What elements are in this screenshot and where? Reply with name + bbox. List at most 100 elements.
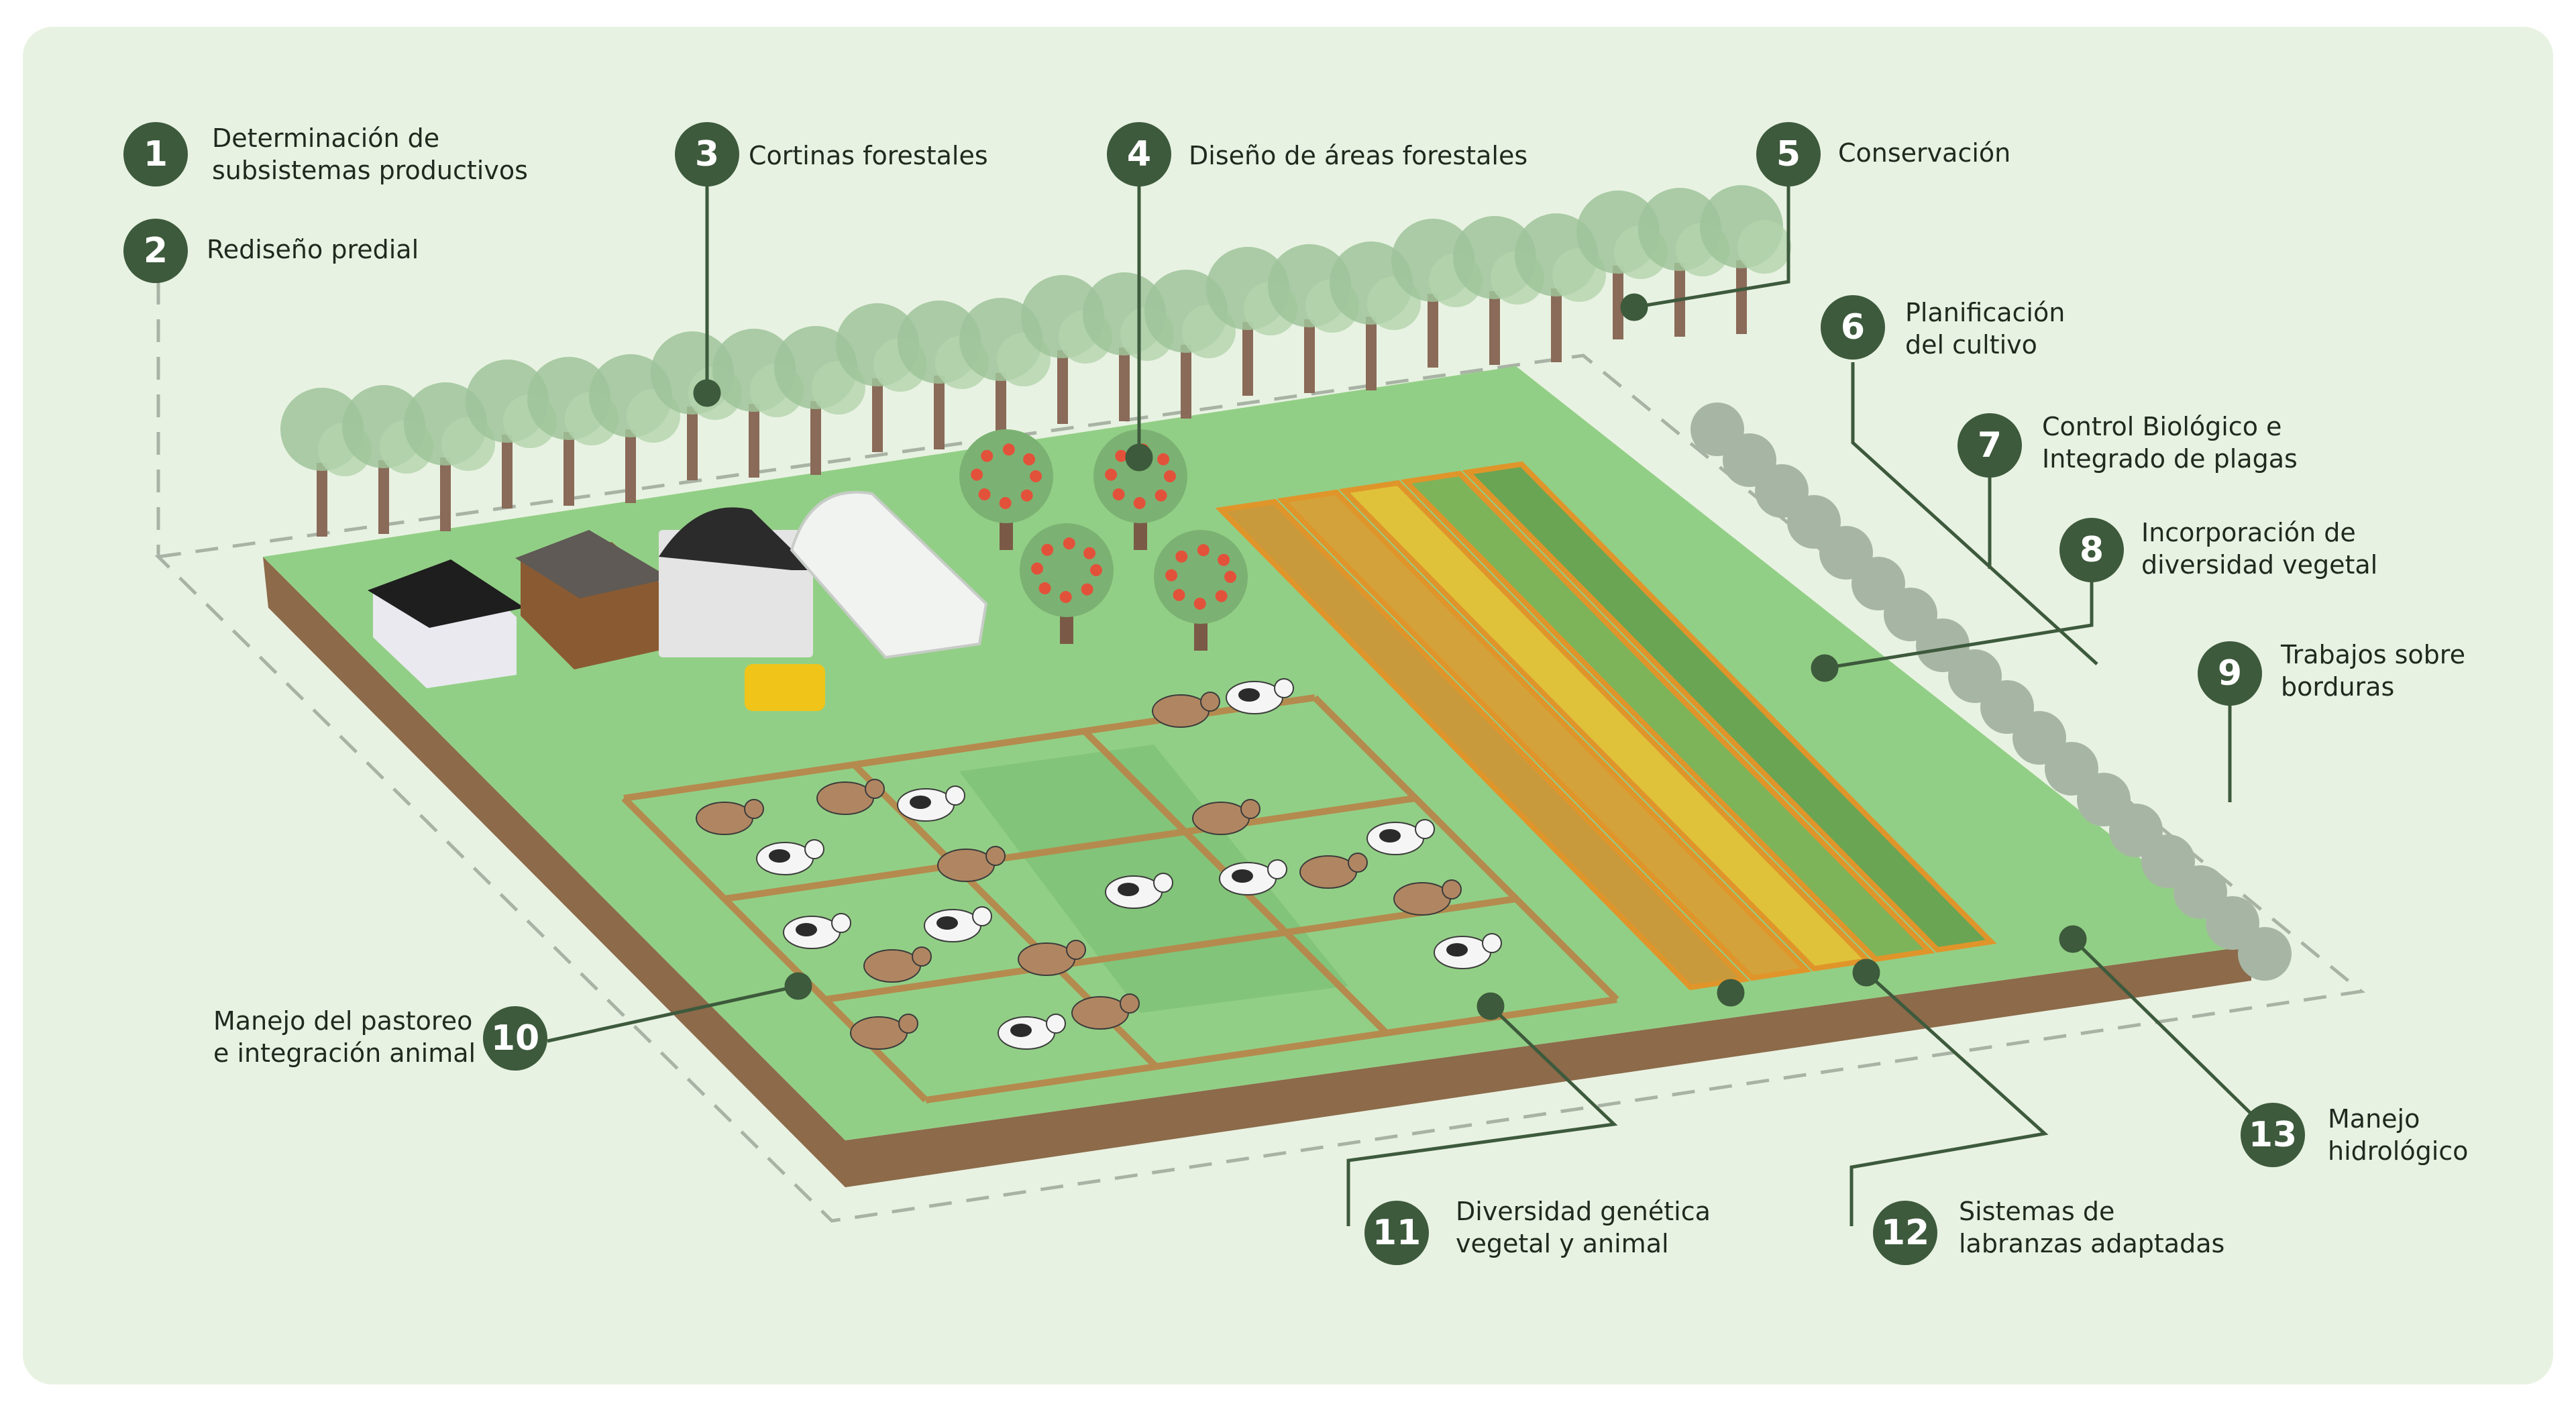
tree-windbreak bbox=[280, 185, 1791, 537]
label-7: Control Biológico e Integrado de plagas bbox=[2042, 411, 2298, 475]
leader-5 bbox=[1633, 176, 1790, 309]
crop-bed bbox=[1215, 498, 1750, 991]
badge-1: 1 bbox=[123, 122, 188, 186]
badge-10: 10 bbox=[483, 1006, 547, 1071]
crop-beds bbox=[1215, 461, 1997, 991]
cow bbox=[1018, 940, 1086, 976]
label-11-line-1: Diversidad genética bbox=[1456, 1197, 1711, 1226]
label-1-line-2: subsistemas productivos bbox=[212, 156, 528, 185]
cow bbox=[1226, 678, 1294, 714]
leader-6 bbox=[1851, 362, 2098, 665]
soil-right bbox=[845, 946, 2251, 1187]
cow bbox=[1071, 993, 1140, 1030]
leader-dot-12b bbox=[1717, 979, 1745, 1007]
leader-8 bbox=[1824, 576, 2094, 670]
hedgerow-border bbox=[1690, 402, 2292, 981]
windbreak-tree bbox=[712, 329, 804, 478]
label-10-line-1: Manejo del pastoreo bbox=[213, 1006, 473, 1036]
farm-boundary-dashed bbox=[154, 354, 2365, 1223]
shed-grey-roof bbox=[659, 507, 813, 570]
cow bbox=[937, 846, 1006, 882]
label-4: Diseño de áreas forestales bbox=[1189, 140, 1527, 172]
soil-left bbox=[263, 557, 845, 1187]
windbreak-tree bbox=[466, 360, 557, 508]
leader-dot-5 bbox=[1620, 293, 1648, 321]
label-13: Manejo hidrológico bbox=[2328, 1103, 2468, 1167]
cow bbox=[1219, 859, 1287, 895]
leader-dot-13 bbox=[2059, 925, 2087, 953]
badge-8: 8 bbox=[2059, 518, 2124, 582]
house-white-roof bbox=[368, 559, 525, 628]
label-2-line-1: Rediseño predial bbox=[207, 235, 419, 264]
buildings bbox=[368, 490, 988, 711]
badge-5: 5 bbox=[1756, 122, 1821, 186]
fruit-tree bbox=[959, 429, 1053, 550]
leader-dot-10 bbox=[784, 972, 812, 1000]
badge-11: 11 bbox=[1364, 1201, 1429, 1265]
fence-rail bbox=[724, 795, 1416, 902]
cow bbox=[850, 1014, 918, 1050]
cow bbox=[1192, 799, 1260, 835]
label-11: Diversidad genética vegetal y animal bbox=[1456, 1195, 1711, 1260]
label-10-line-2: e integración animal bbox=[213, 1038, 476, 1068]
label-12-line-1: Sistemas de bbox=[1959, 1197, 2115, 1226]
fence-rail bbox=[1312, 695, 1619, 1002]
label-6: Planificación del cultivo bbox=[1905, 296, 2065, 361]
badge-3: 3 bbox=[675, 122, 739, 186]
label-8: Incorporación de diversidad vegetal bbox=[2141, 516, 2377, 581]
leader-dot-11 bbox=[1477, 992, 1505, 1020]
label-5-line-1: Conservación bbox=[1838, 138, 2011, 168]
farm-terrain bbox=[154, 185, 2365, 1223]
label-13-line-1: Manejo bbox=[2328, 1104, 2420, 1134]
badge-7: 7 bbox=[1957, 413, 2022, 478]
leader-dot-12 bbox=[1852, 959, 1880, 987]
label-9: Trabajos sobre borduras bbox=[2281, 639, 2465, 703]
cow bbox=[696, 799, 764, 835]
label-8-line-1: Incorporación de bbox=[2141, 518, 2356, 547]
cow bbox=[998, 1014, 1066, 1050]
label-6-line-1: Planificación bbox=[1905, 298, 2065, 327]
label-1: Determinación de subsistemas productivos bbox=[212, 122, 528, 186]
label-9-line-2: borduras bbox=[2281, 672, 2395, 702]
leader-11 bbox=[1346, 1005, 1618, 1226]
crop-bed bbox=[1277, 489, 1812, 981]
label-8-line-2: diversidad vegetal bbox=[2141, 550, 2378, 580]
label-11-line-2: vegetal y animal bbox=[1456, 1229, 1669, 1258]
label-3-line-1: Cortinas forestales bbox=[749, 141, 988, 170]
leader-dot-3 bbox=[693, 379, 721, 407]
tractor bbox=[745, 664, 825, 711]
leader-10 bbox=[547, 984, 799, 1043]
cow bbox=[1152, 692, 1220, 728]
windbreak-tree bbox=[959, 298, 1051, 447]
label-13-line-2: hidrológico bbox=[2328, 1136, 2469, 1166]
badge-4: 4 bbox=[1107, 122, 1171, 186]
cow bbox=[1434, 933, 1502, 969]
windbreak-tree bbox=[898, 301, 989, 449]
badge-12: 12 bbox=[1873, 1201, 1937, 1265]
cabin-brown-roof bbox=[515, 530, 671, 598]
cow bbox=[897, 785, 965, 822]
fruit-orchard bbox=[959, 429, 1248, 651]
hedge-shrub bbox=[2238, 927, 2292, 981]
windbreak-tree bbox=[1453, 216, 1544, 365]
badge-13: 13 bbox=[2241, 1103, 2305, 1167]
cow bbox=[1105, 873, 1173, 909]
label-7-line-1: Control Biológico e bbox=[2042, 412, 2282, 441]
fruit-tree bbox=[1020, 523, 1114, 644]
leader-dot-8 bbox=[1811, 654, 1839, 682]
windbreak-tree bbox=[342, 385, 433, 534]
cow bbox=[924, 906, 992, 942]
badge-9: 9 bbox=[2198, 641, 2262, 706]
label-12-line-2: labranzas adaptadas bbox=[1959, 1229, 2225, 1258]
pasture-pond bbox=[959, 745, 1348, 1013]
leader-dot-4 bbox=[1125, 443, 1153, 472]
badge-6: 6 bbox=[1821, 295, 1885, 360]
badge-2: 2 bbox=[123, 219, 188, 283]
fence-rail bbox=[824, 895, 1517, 1003]
label-12: Sistemas de labranzas adaptadas bbox=[1959, 1195, 2224, 1260]
cow bbox=[783, 913, 851, 949]
label-7-line-2: Integrado de plagas bbox=[2042, 444, 2298, 474]
cattle-herd bbox=[696, 678, 1502, 1050]
cow bbox=[1299, 853, 1368, 889]
